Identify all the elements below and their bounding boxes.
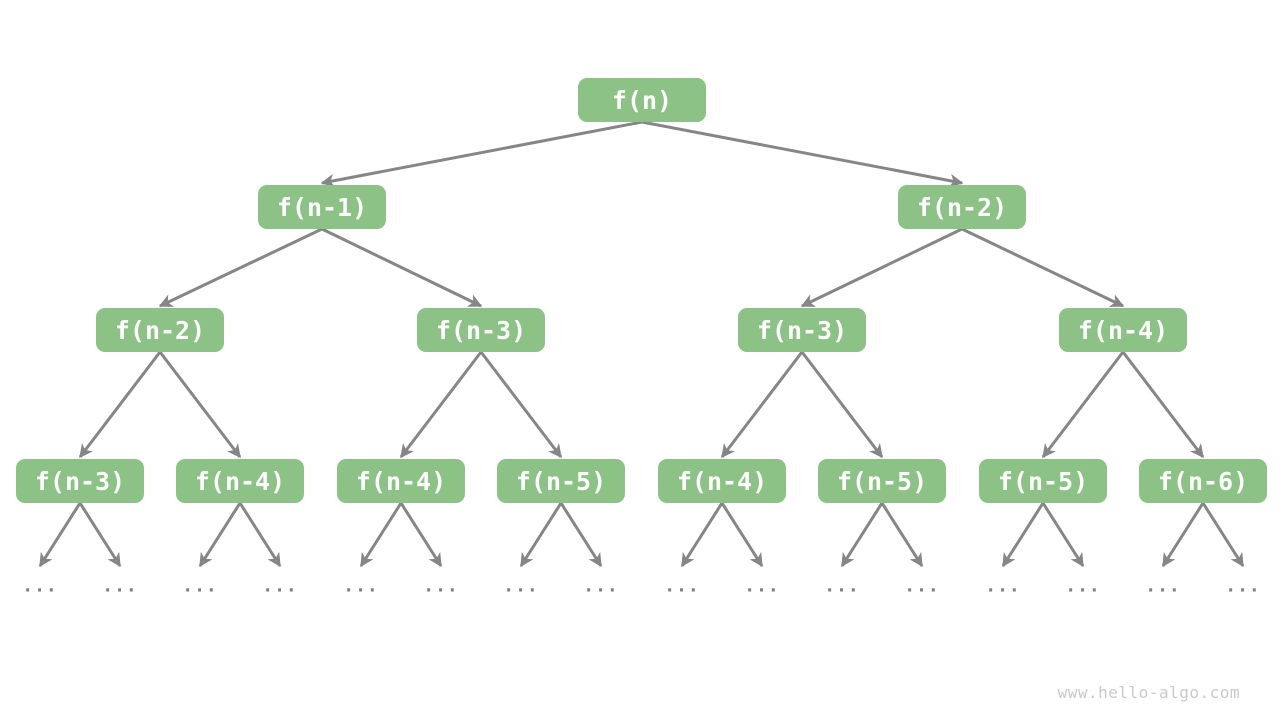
edge-arrow: [1041, 502, 1085, 568]
tree-node-label: f(n): [611, 85, 673, 115]
tree-node: f(n-2): [96, 308, 224, 352]
edge-arrow: [320, 120, 643, 188]
ellipsis: ...: [824, 575, 860, 597]
tree-node-label: f(n-4): [194, 466, 286, 496]
edge-arrow: [238, 502, 282, 568]
edge-arrow: [840, 502, 884, 568]
tree-node-label: f(n-3): [435, 315, 527, 345]
ellipsis: ...: [744, 575, 780, 597]
edge-arrow: [1121, 351, 1205, 459]
edge-arrow: [559, 502, 603, 568]
ellipsis: ...: [22, 575, 58, 597]
tree-node: f(n-5): [497, 459, 625, 503]
edge-arrow: [78, 351, 162, 459]
edge-arrow: [479, 351, 563, 459]
tree-node: f(n-3): [417, 308, 545, 352]
tree-node-label: f(n-2): [916, 192, 1008, 222]
ellipsis: ...: [102, 575, 138, 597]
edge-arrow: [38, 502, 82, 568]
edge-arrow: [1001, 502, 1045, 568]
tree-node: f(n-6): [1139, 459, 1267, 503]
edge-arrow: [198, 502, 242, 568]
ellipsis: ...: [583, 575, 619, 597]
edge-arrow: [880, 502, 924, 568]
edge-arrow: [1201, 502, 1245, 568]
edge-arrow: [158, 351, 242, 459]
watermark: www.hello-algo.com: [1057, 683, 1240, 702]
edge-arrow: [158, 227, 323, 308]
edge-arrow: [359, 502, 403, 568]
tree-node: f(n-4): [176, 459, 304, 503]
edge-arrow: [78, 502, 122, 568]
tree-node-label: f(n-4): [355, 466, 447, 496]
edge-arrow: [399, 351, 483, 459]
ellipsis: ...: [985, 575, 1021, 597]
tree-node-label: f(n-1): [276, 192, 368, 222]
edge-arrow: [720, 502, 764, 568]
ellipsis: ...: [503, 575, 539, 597]
edge-arrow: [961, 227, 1125, 308]
tree-node: f(n-1): [258, 185, 386, 229]
tree-node: f(n-4): [1059, 308, 1187, 352]
edge-arrow: [641, 120, 964, 188]
edge-arrow: [321, 227, 483, 308]
tree-node-label: f(n-6): [1157, 466, 1249, 496]
edge-arrow: [1161, 502, 1205, 568]
ellipsis: ...: [1225, 575, 1261, 597]
edge-arrow: [1041, 351, 1125, 459]
tree-node: f(n-2): [898, 185, 1026, 229]
tree-node: f(n): [578, 78, 706, 122]
edge-arrow: [800, 351, 884, 459]
tree-node-label: f(n-4): [676, 466, 768, 496]
ellipsis: ...: [262, 575, 298, 597]
tree-node-label: f(n-3): [34, 466, 126, 496]
tree-node: f(n-5): [979, 459, 1107, 503]
ellipsis: ...: [1065, 575, 1101, 597]
tree-node-label: f(n-2): [114, 315, 206, 345]
ellipsis: ...: [423, 575, 459, 597]
tree-node-label: f(n-5): [997, 466, 1089, 496]
ellipsis: ...: [1145, 575, 1181, 597]
tree-node: f(n-4): [658, 459, 786, 503]
ellipsis: ...: [343, 575, 379, 597]
tree-node: f(n-3): [738, 308, 866, 352]
tree-node-label: f(n-5): [515, 466, 607, 496]
tree-node: f(n-5): [818, 459, 946, 503]
edge-arrow: [800, 227, 963, 308]
edge-arrow: [720, 351, 804, 459]
ellipsis: ...: [904, 575, 940, 597]
edge-arrow: [399, 502, 443, 568]
edge-arrow: [680, 502, 724, 568]
ellipsis: ...: [182, 575, 218, 597]
tree-node-label: f(n-4): [1077, 315, 1169, 345]
tree-node-label: f(n-3): [756, 315, 848, 345]
tree-node-label: f(n-5): [836, 466, 928, 496]
tree-node: f(n-3): [16, 459, 144, 503]
edge-arrow: [519, 502, 563, 568]
tree-node: f(n-4): [337, 459, 465, 503]
ellipsis: ...: [664, 575, 700, 597]
